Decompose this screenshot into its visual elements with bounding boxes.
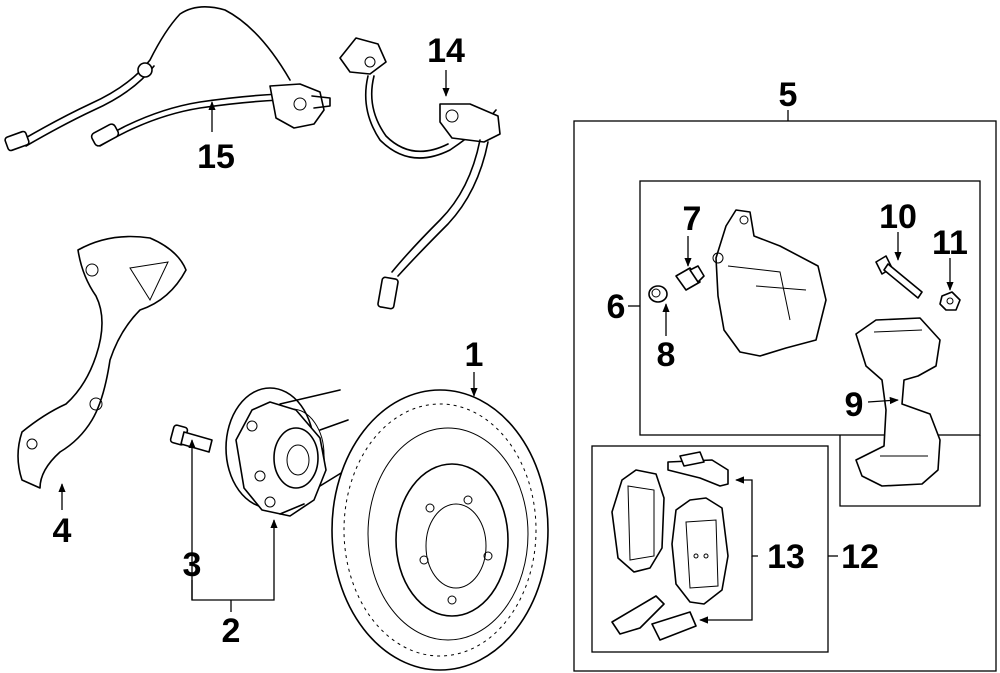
caliper-body bbox=[712, 209, 827, 357]
callout-7: 7 bbox=[683, 200, 702, 238]
brake-pads bbox=[611, 469, 729, 605]
brake-hose bbox=[339, 37, 501, 310]
callout-1: 1 bbox=[465, 336, 484, 374]
caliper-nut bbox=[939, 291, 961, 311]
callout-5: 5 bbox=[779, 76, 798, 114]
callout-3: 3 bbox=[183, 546, 202, 584]
callout-9: 9 bbox=[845, 386, 864, 424]
pin-boot bbox=[648, 285, 668, 303]
hub-bearing-assembly bbox=[225, 387, 349, 517]
mounting-bolt bbox=[875, 255, 923, 299]
callout-13: 13 bbox=[767, 538, 805, 576]
callout-10: 10 bbox=[879, 198, 917, 236]
guide-pin bbox=[675, 265, 705, 291]
brake-rotor bbox=[331, 389, 549, 671]
callout-2: 2 bbox=[222, 612, 241, 650]
callout-4: 4 bbox=[53, 512, 72, 550]
caliper-subassembly-box bbox=[639, 180, 981, 436]
caliper-assembly-box bbox=[573, 120, 997, 672]
callout-15: 15 bbox=[197, 138, 235, 176]
callout-6: 6 bbox=[607, 288, 626, 326]
callout-8: 8 bbox=[657, 336, 676, 374]
pad-kit-box bbox=[591, 445, 829, 653]
callout-labels: 1 2 3 4 5 6 7 8 9 10 11 12 13 14 15 bbox=[53, 32, 968, 650]
callout-11: 11 bbox=[932, 224, 968, 262]
callout-12: 12 bbox=[841, 538, 879, 576]
wheel-stud bbox=[169, 424, 213, 453]
callout-14: 14 bbox=[427, 32, 465, 70]
splash-shield bbox=[17, 235, 187, 489]
wheel-speed-sensor bbox=[4, 6, 331, 152]
pad-clips bbox=[611, 451, 729, 641]
leader-lines bbox=[58, 70, 954, 624]
